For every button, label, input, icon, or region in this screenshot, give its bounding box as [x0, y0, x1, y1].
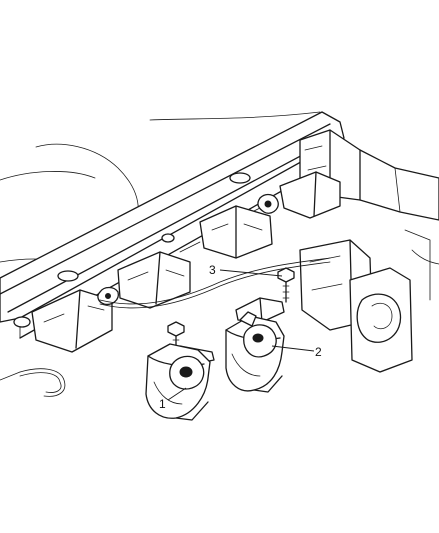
leader-3: [219, 269, 283, 277]
callout-leaders: [167, 269, 315, 401]
leader-1: [167, 387, 187, 401]
bolt-3: [277, 267, 295, 303]
leader-2: [271, 345, 315, 352]
vehicle-body-outline: [0, 111, 321, 263]
tube-line: [0, 257, 331, 397]
horn-2: [225, 311, 285, 393]
callout-2: 2: [315, 345, 322, 359]
suspension-mount: [349, 229, 439, 373]
frame-clips: [13, 172, 251, 328]
lower-brackets: [31, 251, 191, 353]
callout-1: 1: [159, 397, 166, 411]
upper-brackets: [199, 171, 341, 259]
callout-3: 3: [209, 263, 216, 277]
horn-1: [145, 343, 211, 421]
